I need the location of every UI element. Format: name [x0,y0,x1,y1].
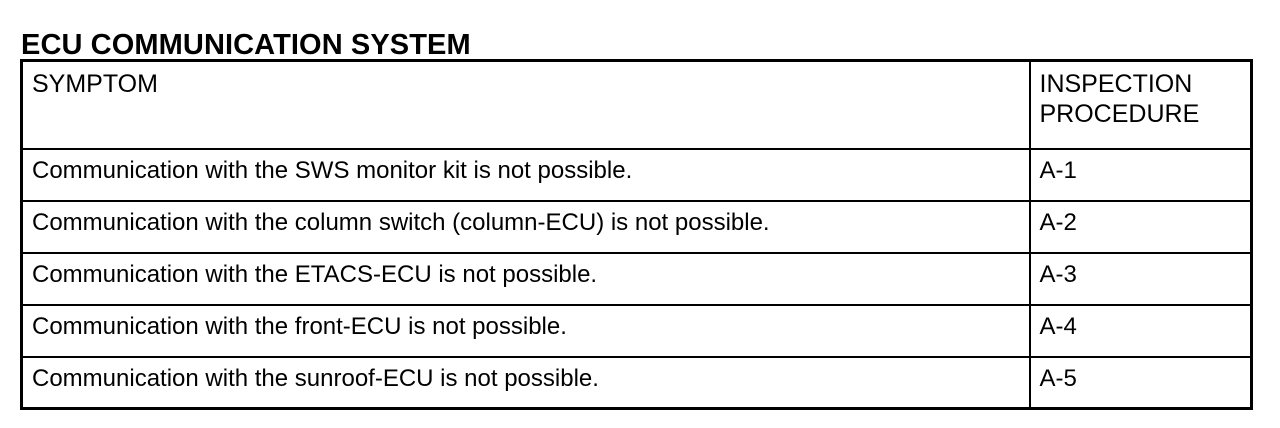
cell-procedure: A-4 [1028,303,1253,358]
column-header-inspection-procedure-label: INSPECTION PROCEDURE [1039,70,1200,128]
procedure-code: A-5 [1039,364,1077,392]
cell-procedure: A-1 [1028,147,1253,202]
symptom-text: Communication with the ETACS-ECU is not … [32,260,598,288]
symptom-inspection-table: SYMPTOM INSPECTION PROCEDURE Communicati… [20,59,1253,410]
page-title: ECU COMMUNICATION SYSTEM [21,29,471,62]
cell-symptom: Communication with the SWS monitor kit i… [20,147,1031,202]
table-row: Communication with the SWS monitor kit i… [20,147,1253,202]
table-row: Communication with the column switch (co… [20,199,1253,254]
cell-procedure: A-5 [1028,355,1253,410]
table-body: Communication with the SWS monitor kit i… [20,147,1253,410]
symptom-text: Communication with the sunroof-ECU is no… [32,364,599,392]
table-row: Communication with the front-ECU is not … [20,303,1253,358]
symptom-text: Communication with the front-ECU is not … [32,312,567,340]
cell-procedure: A-3 [1028,251,1253,306]
symptom-text: Communication with the column switch (co… [32,208,770,236]
procedure-code: A-3 [1039,260,1077,288]
cell-procedure: A-2 [1028,199,1253,254]
procedure-code: A-4 [1039,312,1077,340]
table-header: SYMPTOM INSPECTION PROCEDURE [20,59,1253,150]
table-row: Communication with the ETACS-ECU is not … [20,251,1253,306]
column-header-symptom: SYMPTOM [20,59,1031,150]
procedure-code: A-1 [1039,156,1077,184]
cell-symptom: Communication with the column switch (co… [20,199,1031,254]
cell-symptom: Communication with the ETACS-ECU is not … [20,251,1031,306]
cell-symptom: Communication with the sunroof-ECU is no… [20,355,1031,410]
procedure-code: A-2 [1039,208,1077,236]
column-header-inspection-procedure: INSPECTION PROCEDURE [1028,59,1253,150]
column-header-symptom-label: SYMPTOM [32,70,158,98]
table-row: Communication with the sunroof-ECU is no… [20,355,1253,410]
cell-symptom: Communication with the front-ECU is not … [20,303,1031,358]
symptom-text: Communication with the SWS monitor kit i… [32,156,633,184]
table-header-row: SYMPTOM INSPECTION PROCEDURE [20,59,1253,150]
